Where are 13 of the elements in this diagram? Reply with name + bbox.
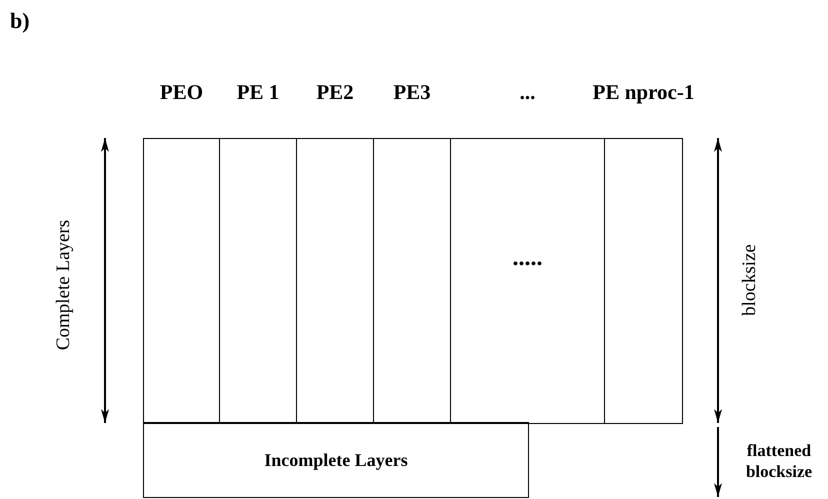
dimension-label: Complete Layers: [53, 220, 75, 350]
dimension-label: flattened blocksize: [744, 440, 814, 482]
processor-heading: ...: [520, 80, 536, 104]
dimension-label: blocksize: [739, 244, 761, 316]
processor-heading: PE3: [393, 80, 431, 104]
processor-heading: PE2: [316, 80, 354, 104]
box-title: Incomplete Layers: [264, 450, 408, 470]
processor-heading: PE nproc-1: [592, 80, 694, 104]
layer-box: [143, 422, 529, 498]
processor-heading: PE 1: [236, 80, 280, 104]
processor-heading: PEO: [160, 80, 204, 104]
panel-label: b): [10, 8, 30, 34]
ellipsis-text: .....: [512, 245, 542, 271]
